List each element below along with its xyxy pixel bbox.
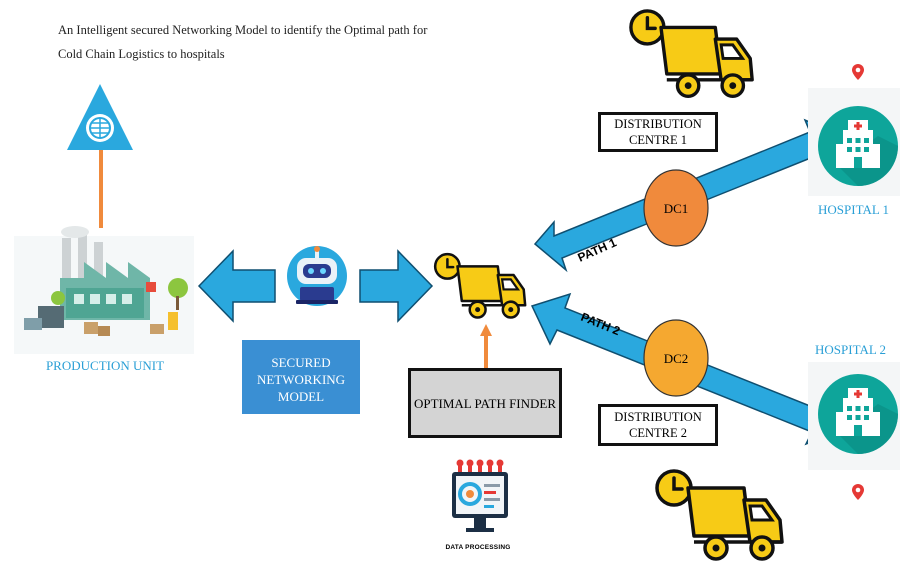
- distribution-centre-1-box: DISTRIBUTION CENTRE 1: [598, 112, 718, 152]
- optimal-path-finder-label: OPTIMAL PATH FINDER: [413, 395, 557, 411]
- arrow-to-truck: [359, 249, 434, 323]
- dc1-node: [643, 169, 709, 247]
- secured-networking-model-box: SECURED NETWORKING MODEL: [242, 340, 360, 414]
- dc2-node: [643, 319, 709, 397]
- hospital2-icon: [816, 372, 900, 456]
- production-factory-icon: [14, 226, 194, 354]
- logo-link-line: [99, 150, 103, 228]
- distribution-centre-1-label: DISTRIBUTION CENTRE 1: [614, 117, 702, 147]
- hospital1-icon: [816, 104, 900, 188]
- distribution-centre-2-box: DISTRIBUTION CENTRE 2: [598, 404, 718, 446]
- hospital-1-label: HOSPITAL 1: [818, 202, 890, 217]
- dc1-node-label: DC1: [664, 201, 689, 216]
- diagram-title: An Intelligent secured Networking Model …: [58, 23, 428, 61]
- hospital2-pin-icon: [852, 484, 864, 500]
- data-processing-monitor-icon: [452, 459, 508, 532]
- optimal-path-finder-box: OPTIMAL PATH FINDER: [408, 368, 562, 438]
- production-unit-label: PRODUCTION UNIT: [45, 358, 165, 373]
- central-truck-icon: [433, 252, 527, 319]
- hospital1-pin-icon: [852, 64, 864, 80]
- distribution-centre-2-label: DISTRIBUTION CENTRE 2: [614, 410, 702, 440]
- robot-laptop-icon: [287, 246, 347, 306]
- data-processing-label: DATA PROCESSING: [445, 544, 511, 551]
- dc2-node-label: DC2: [664, 351, 689, 366]
- bottom-truck-icon: [655, 469, 784, 561]
- top-truck-icon: [629, 9, 754, 98]
- secured-networking-model-label: SECURED NETWORKING MODEL: [256, 354, 346, 404]
- arrow-to-production: [197, 249, 276, 323]
- hospital-2-label: HOSPITAL 2: [815, 342, 887, 357]
- finder-up-arrow: [480, 324, 492, 370]
- network-logo-icon: [67, 84, 133, 150]
